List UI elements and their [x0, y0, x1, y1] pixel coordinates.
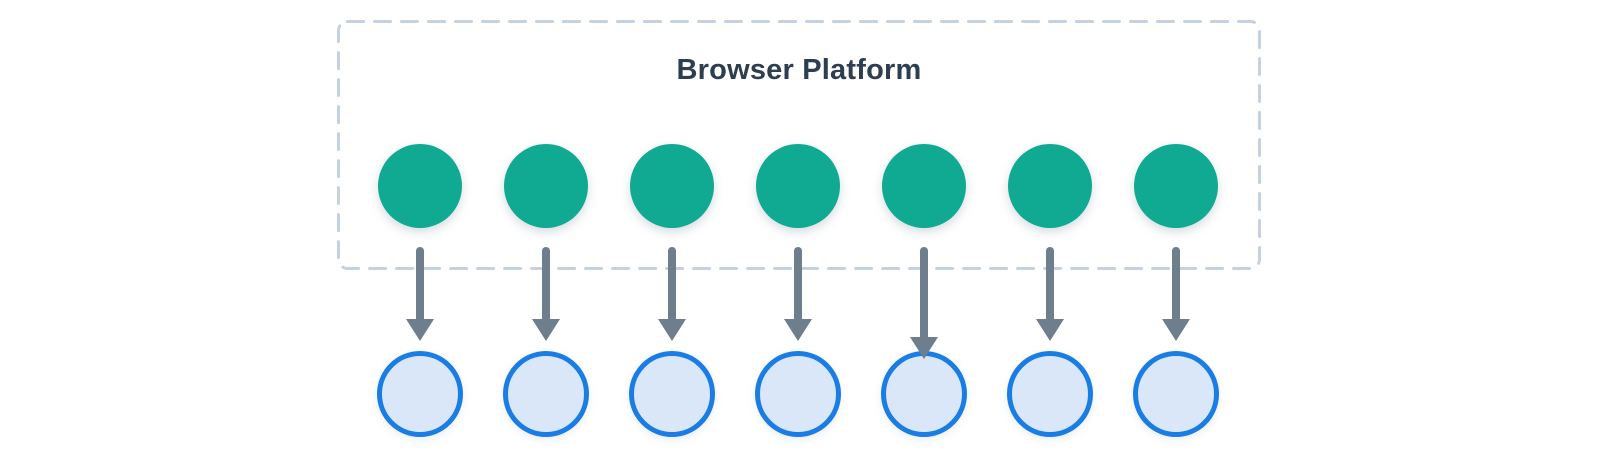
down-arrow-icon: [784, 247, 812, 341]
flow-column: [881, 144, 967, 454]
platform-node: [378, 144, 462, 228]
flow-column: [377, 144, 463, 454]
browser-platform-title: Browser Platform: [676, 54, 922, 86]
down-arrow-icon: [910, 247, 938, 359]
flow-column: [755, 144, 841, 454]
endpoint-node: [881, 351, 967, 437]
endpoint-node: [629, 351, 715, 437]
endpoint-node: [377, 351, 463, 437]
endpoint-node: [1007, 351, 1093, 437]
dashed-border: [337, 20, 1261, 270]
platform-node: [882, 144, 966, 228]
flow-column: [503, 144, 589, 454]
flow-columns: [377, 144, 1219, 454]
platform-node: [756, 144, 840, 228]
flow-column: [1007, 144, 1093, 454]
endpoint-node: [503, 351, 589, 437]
platform-node: [1134, 144, 1218, 228]
endpoint-node: [1133, 351, 1219, 437]
down-arrow-icon: [1162, 247, 1190, 341]
browser-platform-box: Browser Platform: [337, 20, 1261, 270]
platform-node: [504, 144, 588, 228]
platform-node: [1008, 144, 1092, 228]
down-arrow-icon: [532, 247, 560, 341]
flow-column: [1133, 144, 1219, 454]
down-arrow-icon: [406, 247, 434, 341]
platform-node: [630, 144, 714, 228]
down-arrow-icon: [1036, 247, 1064, 341]
flow-column: [629, 144, 715, 454]
down-arrow-icon: [658, 247, 686, 341]
endpoint-node: [755, 351, 841, 437]
